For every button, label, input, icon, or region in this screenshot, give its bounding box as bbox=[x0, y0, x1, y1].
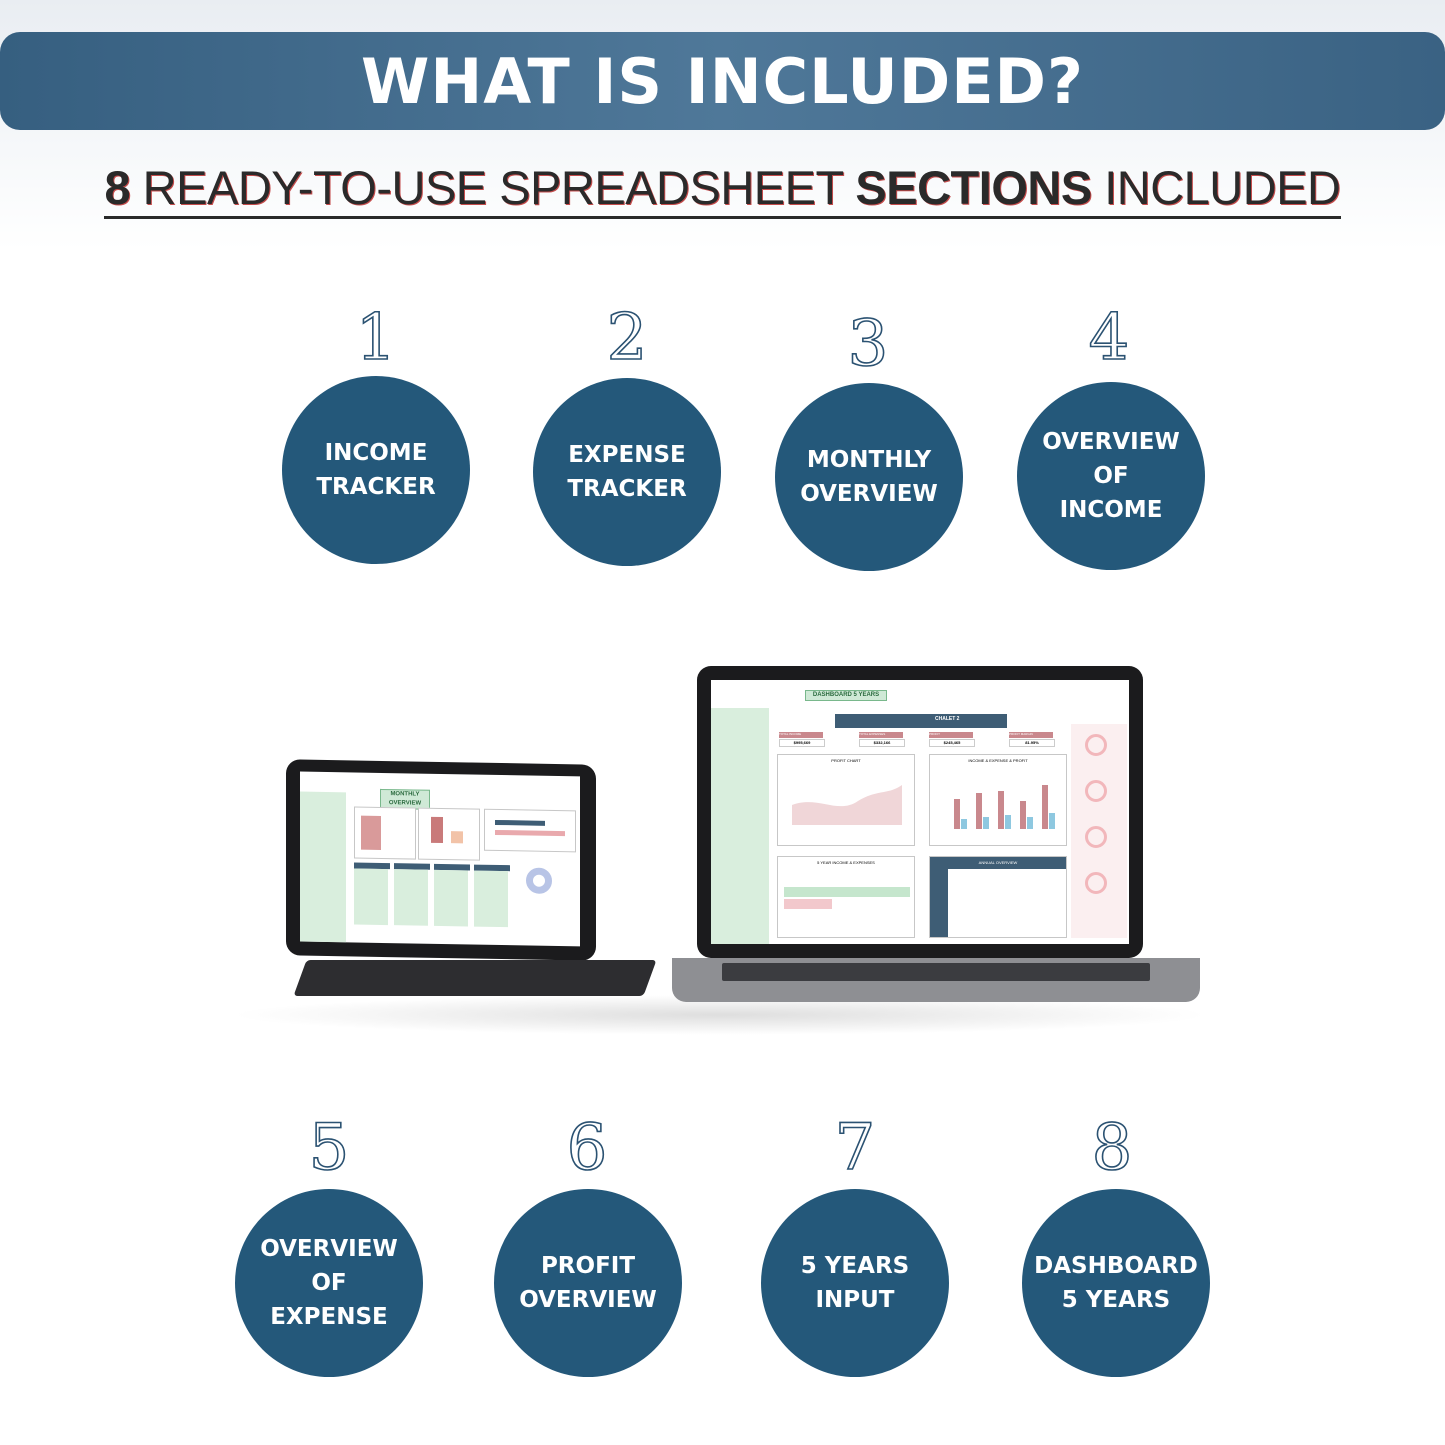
section-profit-overview: PROFIT OVERVIEW bbox=[494, 1189, 682, 1377]
annual-title: ANNUAL OVERVIEW bbox=[978, 860, 1018, 865]
section-5-years-input: 5 YEARS INPUT bbox=[761, 1189, 949, 1377]
section-expense-tracker: EXPENSE TRACKER bbox=[533, 378, 721, 566]
five-year-title: 5 YEAR INCOME & EXPENSES bbox=[817, 860, 875, 865]
section-number-6: 6 bbox=[566, 1111, 608, 1185]
income-expense-panel: INCOME & EXPENSE & PROFIT bbox=[929, 754, 1067, 846]
section-overview-of-income: OVERVIEW OF INCOME bbox=[1017, 382, 1205, 570]
property-bar: CHALET 2 bbox=[835, 714, 1007, 728]
section-label: MONTHLY OVERVIEW bbox=[800, 447, 938, 507]
kpi-value: $995,669 bbox=[779, 739, 825, 747]
profit-area bbox=[792, 785, 902, 825]
kpi-label: PROFIT MARGIN bbox=[1009, 732, 1053, 738]
tablet-donut bbox=[526, 867, 552, 894]
kpi-value: $245,465 bbox=[929, 739, 975, 747]
tablet-screen: MONTHLY OVERVIEW bbox=[300, 771, 580, 947]
tablet-panel bbox=[484, 808, 576, 853]
section-overview-of-expense: OVERVIEW OF EXPENSE bbox=[235, 1189, 423, 1377]
profit-chart-title: PROFIT CHART bbox=[831, 758, 861, 763]
section-number-2: 2 bbox=[606, 301, 648, 375]
kpi-value: 81.95% bbox=[1009, 739, 1055, 747]
subtitle-count: 8 bbox=[104, 161, 131, 214]
section-label: OVERVIEW OF INCOME bbox=[1042, 429, 1180, 523]
subtitle-text: 8 READY-TO-USE SPREADSHEET SECTIONS INCL… bbox=[104, 160, 1341, 219]
kpi-value: $332,166 bbox=[859, 739, 905, 747]
kpi-label: PROFIT bbox=[929, 732, 973, 738]
section-number-8: 8 bbox=[1091, 1111, 1133, 1185]
section-income-tracker: INCOME TRACKER bbox=[282, 376, 470, 564]
bar-chart bbox=[954, 785, 1055, 829]
profit-chart-panel: PROFIT CHART bbox=[777, 754, 915, 846]
laptop-keyboard bbox=[722, 963, 1150, 981]
subtitle-emphasis: SECTIONS bbox=[855, 161, 1092, 214]
tablet-panel bbox=[354, 806, 416, 860]
property-name: CHALET 2 bbox=[935, 716, 960, 722]
kpi-label: TOTAL INCOME bbox=[779, 732, 823, 738]
page-title: WHAT IS INCLUDED? bbox=[361, 44, 1084, 118]
title-banner: WHAT IS INCLUDED? bbox=[0, 32, 1445, 130]
laptop-base bbox=[672, 958, 1200, 1002]
subtitle-part2: INCLUDED bbox=[1091, 161, 1341, 214]
section-label: PROFIT OVERVIEW bbox=[519, 1253, 657, 1313]
tablet-panel bbox=[418, 807, 480, 861]
tablet-device: MONTHLY OVERVIEW bbox=[286, 759, 596, 961]
annual-overview-panel: ANNUAL OVERVIEW bbox=[929, 856, 1067, 938]
section-number-7: 7 bbox=[834, 1111, 876, 1185]
five-year-panel: 5 YEAR INCOME & EXPENSES bbox=[777, 856, 915, 938]
section-dashboard-5-years: DASHBOARD 5 YEARS bbox=[1022, 1189, 1210, 1377]
section-label: 5 YEARS INPUT bbox=[800, 1253, 910, 1313]
section-number-4: 4 bbox=[1088, 301, 1130, 375]
section-number-1: 1 bbox=[355, 301, 397, 375]
section-label: EXPENSE TRACKER bbox=[567, 442, 687, 502]
laptop-device: DASHBOARD 5 YEARS CHALET 2 TOTAL INCOME … bbox=[697, 666, 1143, 958]
section-label: OVERVIEW OF EXPENSE bbox=[260, 1236, 398, 1330]
subtitle-part1: READY-TO-USE SPREADSHEET bbox=[130, 161, 856, 214]
section-number-5: 5 bbox=[308, 1111, 350, 1185]
section-monthly-overview: MONTHLY OVERVIEW bbox=[775, 383, 963, 571]
subtitle: 8 READY-TO-USE SPREADSHEET SECTIONS INCL… bbox=[0, 160, 1445, 219]
laptop-sidebar bbox=[711, 708, 769, 944]
profit-goals-column bbox=[1071, 724, 1127, 938]
section-label: DASHBOARD 5 YEARS bbox=[1034, 1253, 1198, 1313]
tablet-keyboard bbox=[293, 960, 657, 996]
section-number-3: 3 bbox=[847, 307, 889, 381]
income-expense-title: INCOME & EXPENSE & PROFIT bbox=[968, 758, 1028, 763]
kpi-label: TOTAL EXPENSES bbox=[859, 732, 903, 738]
tablet-sidebar bbox=[300, 791, 346, 943]
section-label: INCOME TRACKER bbox=[316, 440, 436, 500]
laptop-screen-title: DASHBOARD 5 YEARS bbox=[805, 690, 887, 701]
laptop-screen: DASHBOARD 5 YEARS CHALET 2 TOTAL INCOME … bbox=[711, 680, 1129, 944]
